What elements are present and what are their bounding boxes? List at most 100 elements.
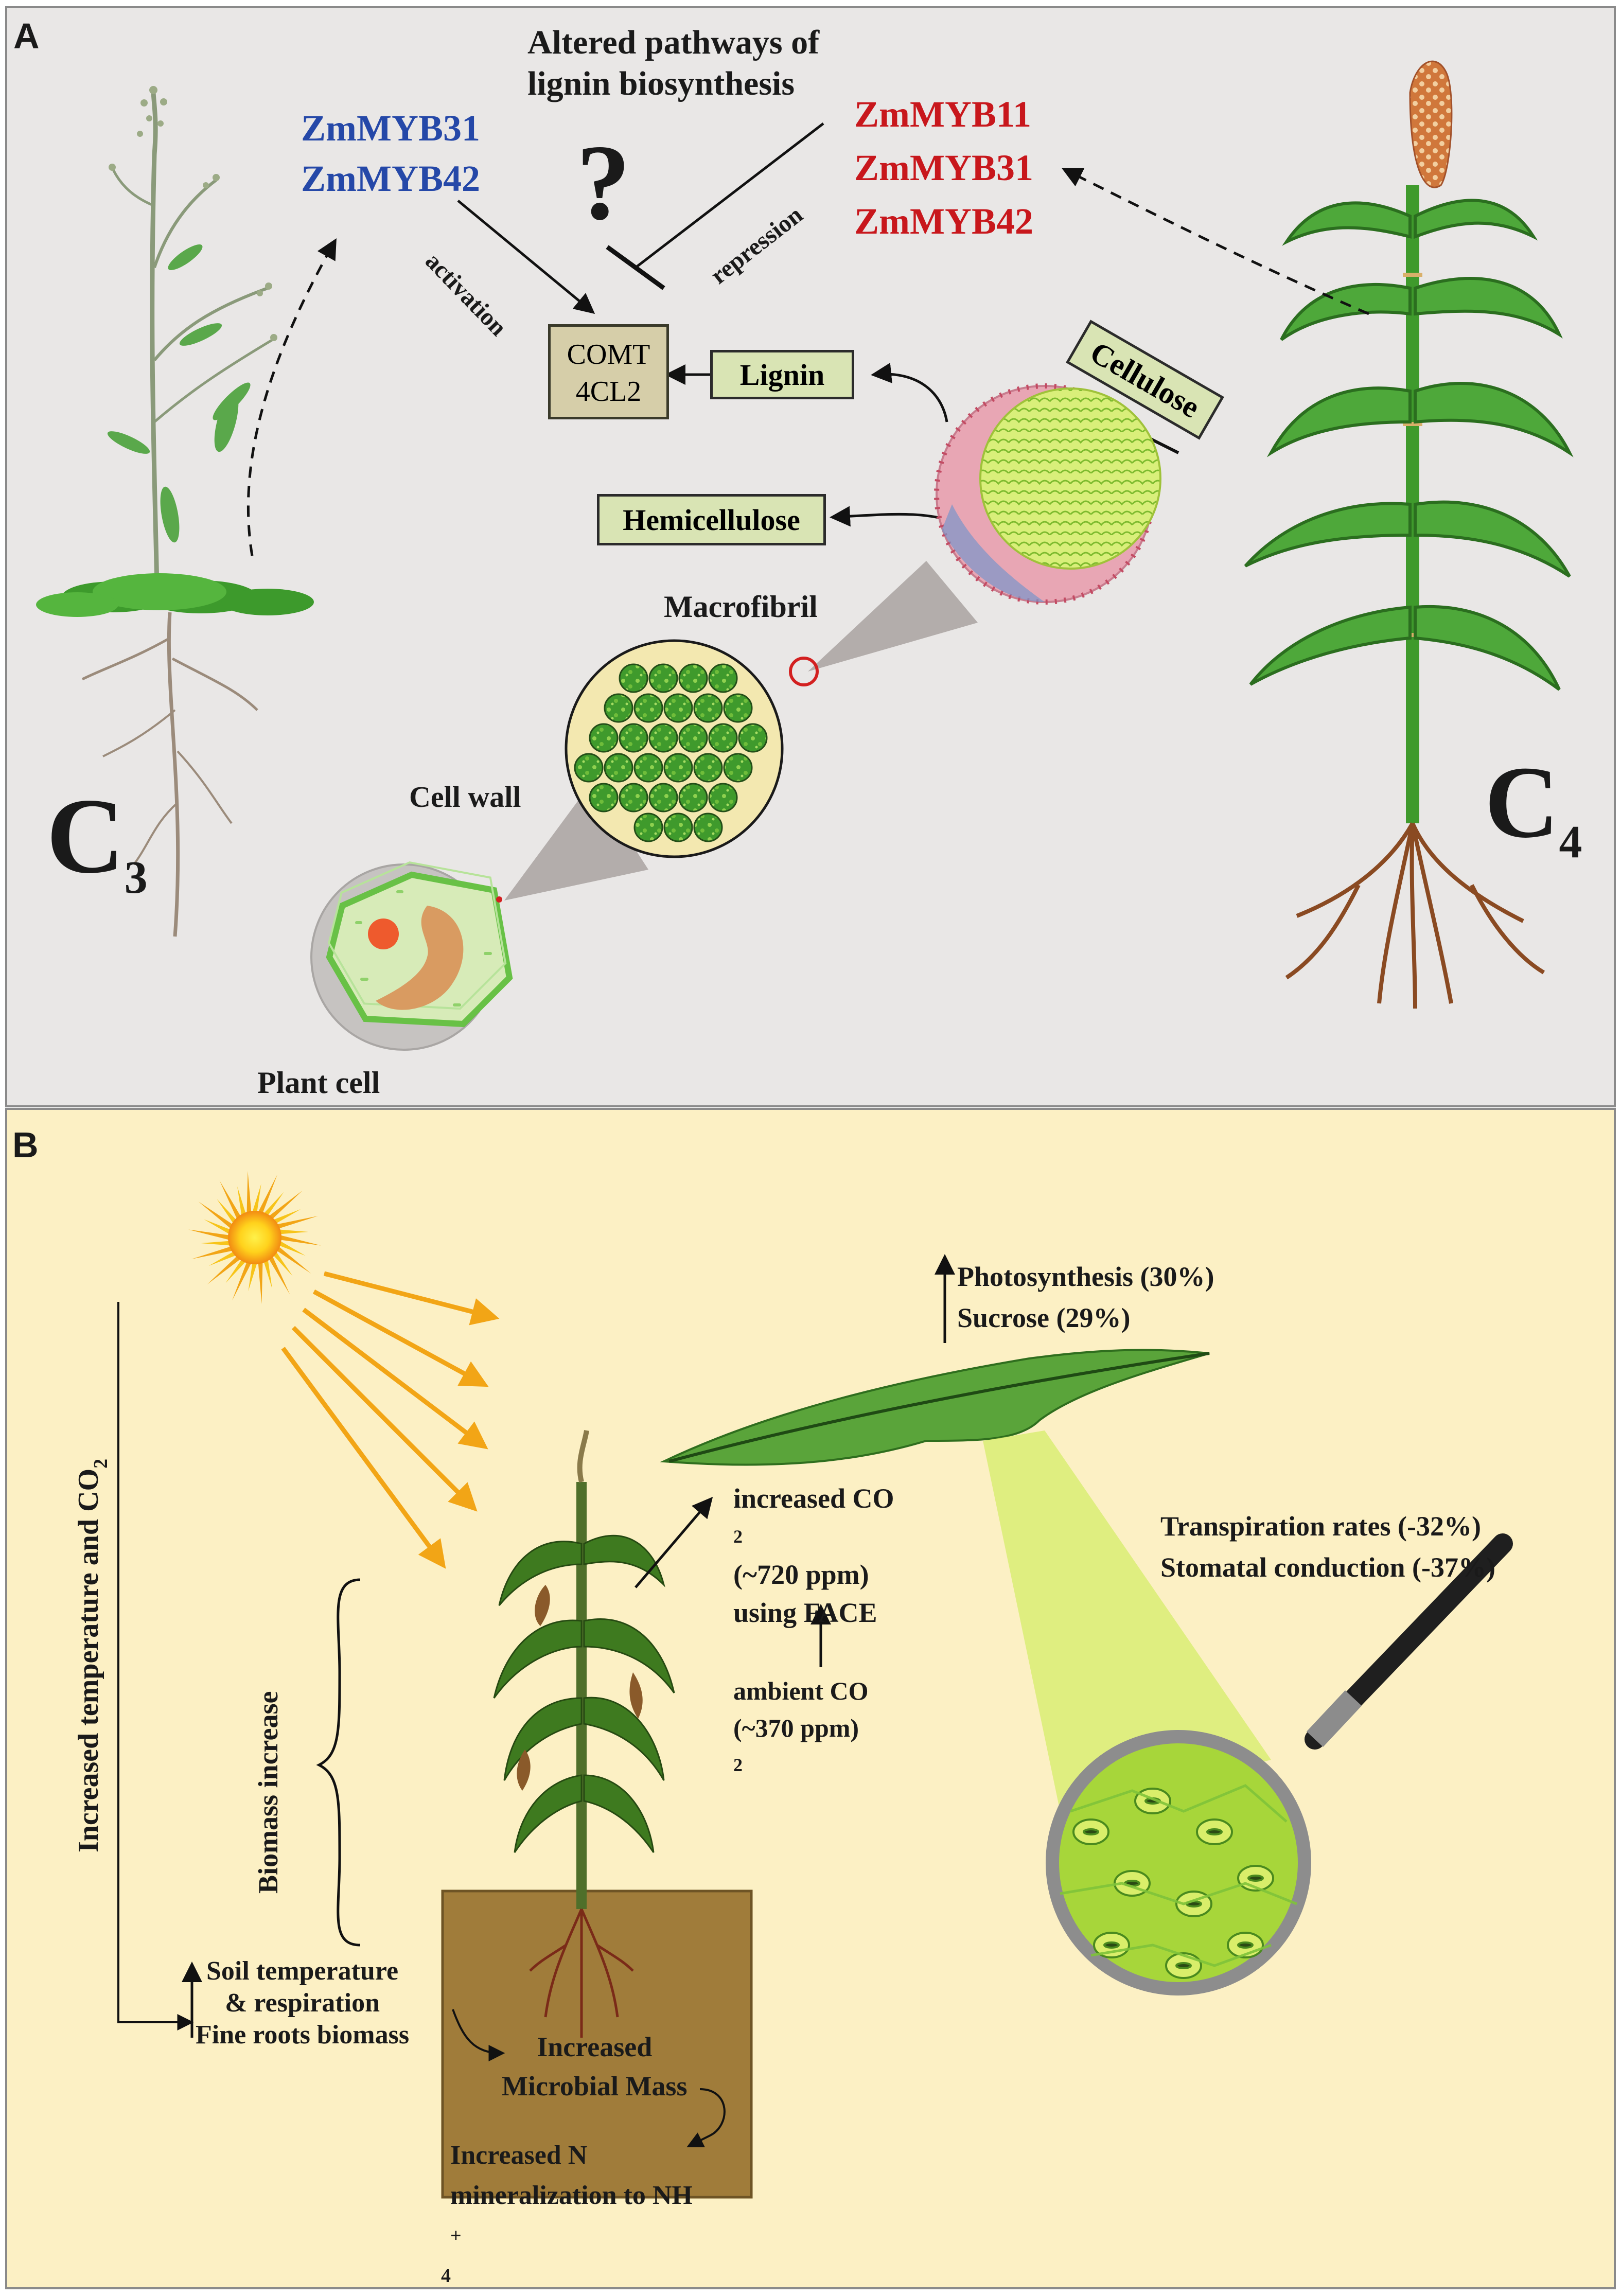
sun-ray bbox=[208, 1251, 236, 1266]
microfibril-dot bbox=[693, 813, 723, 842]
stoma-pore bbox=[1175, 1962, 1192, 1969]
c4-subscript: 4 bbox=[1559, 817, 1582, 868]
sun-ray bbox=[217, 1199, 236, 1224]
sun-ray bbox=[232, 1262, 252, 1301]
lignin-box: Lignin bbox=[710, 350, 854, 399]
microbial-line1: Increased bbox=[537, 2032, 653, 2062]
biomass-curly-brace bbox=[316, 1578, 361, 1947]
gene-target-box: COMT 4CL2 bbox=[548, 324, 669, 419]
stoma-pore bbox=[1247, 1875, 1264, 1882]
maize-leaf-illustration bbox=[660, 1349, 1210, 1466]
sun-ray bbox=[246, 1171, 252, 1213]
plant-to-co2-arrow bbox=[635, 1496, 713, 1588]
soil-effects-label: Soil temperature & respiration Fine root… bbox=[196, 1955, 409, 2051]
sun-ray bbox=[188, 1229, 230, 1240]
soil-temperature: Soil temperature bbox=[206, 1956, 399, 1986]
temperature-co2-vertical-label: Increased temperature and CO2 bbox=[72, 1459, 112, 1852]
ambient-co2-ppm: (~370 ppm) bbox=[733, 1714, 859, 1742]
sun-ray bbox=[273, 1251, 293, 1276]
microfibril-dot bbox=[633, 813, 663, 842]
repression-line bbox=[635, 122, 824, 269]
sun-ray bbox=[248, 1263, 257, 1292]
activation-arrow bbox=[457, 200, 595, 314]
activator-gene: ZmMYB31 bbox=[301, 108, 480, 149]
sun-ray bbox=[237, 1186, 246, 1216]
macrofibril-label: Macrofibril bbox=[664, 590, 818, 624]
panel-b-letter: B bbox=[12, 1125, 39, 1165]
sun-ray bbox=[225, 1259, 246, 1283]
sun-ray bbox=[280, 1235, 322, 1246]
microfibril-dot bbox=[663, 753, 693, 783]
panel-a-letter: A bbox=[13, 16, 40, 56]
repression-bar bbox=[606, 245, 665, 290]
increased-co2-ppm: (~720 ppm) bbox=[733, 1559, 869, 1590]
increased-co2-subscript: 2 bbox=[733, 1526, 743, 1547]
sun-ray bbox=[201, 1241, 231, 1246]
microfibril-dot bbox=[633, 693, 663, 723]
sun-ray bbox=[258, 1262, 263, 1304]
sun-ray bbox=[279, 1229, 309, 1234]
microfibril-dot bbox=[589, 783, 619, 813]
repressor-gene: ZmMYB11 bbox=[854, 94, 1032, 135]
nitrogen-mineralization-label: Increased N mineralization to NH+4 bbox=[441, 2135, 693, 2296]
ambient-co2-subscript: 2 bbox=[733, 1755, 743, 1775]
microfibril-dot bbox=[663, 693, 693, 723]
panel-a-background bbox=[5, 6, 1616, 1107]
ambient-co2-line1: ambient CO bbox=[733, 1676, 869, 1705]
stomatal-label: Stomatal conduction (-37%) bbox=[1160, 1552, 1495, 1583]
hemicellulose-box: Hemicellulose bbox=[597, 494, 826, 545]
stoma-pore bbox=[1083, 1828, 1099, 1835]
magnifier-light-cone bbox=[983, 1430, 1271, 1811]
sun-ray bbox=[252, 1184, 261, 1212]
sun-icon bbox=[188, 1171, 322, 1304]
microfibril-dot bbox=[633, 753, 663, 783]
ambient-co2-label: ambient CO (~370 ppm) 2 bbox=[733, 1672, 869, 1783]
microfibril-dot bbox=[708, 723, 738, 753]
microfibril-dot bbox=[619, 723, 648, 753]
soil-respiration: & respiration bbox=[225, 1988, 380, 2018]
temperature-co2-subscript: 2 bbox=[90, 1458, 112, 1469]
maize-field-plant bbox=[493, 1430, 675, 2038]
c4-maize-illustration bbox=[1244, 60, 1574, 1009]
c3-letter: C bbox=[46, 776, 125, 896]
cellulose-fibril-illustration bbox=[934, 383, 1161, 605]
microfibril-dot bbox=[663, 813, 693, 842]
sun-ray bbox=[263, 1192, 284, 1216]
c4-label: C4 bbox=[1485, 751, 1582, 866]
c3-plant-illustration bbox=[36, 86, 314, 937]
macrofibril-illustration bbox=[565, 639, 819, 858]
microfibril-dot bbox=[678, 783, 708, 813]
sun-ray bbox=[191, 1246, 233, 1259]
fibril-to-lignin-arrow bbox=[871, 362, 948, 422]
gene-target: COMT bbox=[567, 339, 650, 370]
ammonium-subscript: 4 bbox=[441, 2265, 451, 2287]
panel-a-title-line2: lignin biosynthesis bbox=[527, 65, 795, 102]
ammonium-charge: + bbox=[450, 2225, 462, 2247]
microfibril-dot bbox=[619, 783, 648, 813]
microfibril-dot bbox=[693, 753, 723, 783]
microfibril-dot bbox=[574, 753, 604, 783]
sunlight-arrows bbox=[281, 1271, 500, 1569]
sucrose-label: Sucrose (29%) bbox=[957, 1302, 1131, 1333]
transpiration-label: Transpiration rates (-32%) bbox=[1160, 1511, 1481, 1542]
ambient-co2-line2: (~370 ppm) 2 bbox=[733, 1709, 869, 1783]
repressor-gene-list: ZmMYB11 ZmMYB31 ZmMYB42 bbox=[854, 87, 1033, 248]
microbial-mass-label: Increased Microbial Mass bbox=[502, 2027, 687, 2106]
microfibril-dot bbox=[708, 663, 738, 693]
nitrogen-line1: Increased N bbox=[450, 2141, 588, 2170]
microfibril-dot bbox=[648, 723, 678, 753]
microfibril-dot bbox=[678, 723, 708, 753]
nitrogen-line2: mineralization to NH+4 bbox=[441, 2176, 693, 2296]
plant-cell-label: Plant cell bbox=[257, 1066, 380, 1100]
activator-gene: ZmMYB42 bbox=[301, 158, 480, 199]
sun-ray bbox=[204, 1219, 231, 1234]
photosynthesis-label: Photosynthesis (30%) bbox=[957, 1261, 1214, 1292]
microbial-line2: Microbial Mass bbox=[502, 2071, 688, 2101]
sun-ray bbox=[269, 1256, 290, 1295]
panel-a-title-line1: Altered pathways of bbox=[527, 24, 820, 61]
biomass-increase-label: Biomass increase bbox=[253, 1691, 284, 1894]
stoma-pore bbox=[1237, 1941, 1254, 1949]
cell-wall-label: Cell wall bbox=[409, 780, 521, 814]
